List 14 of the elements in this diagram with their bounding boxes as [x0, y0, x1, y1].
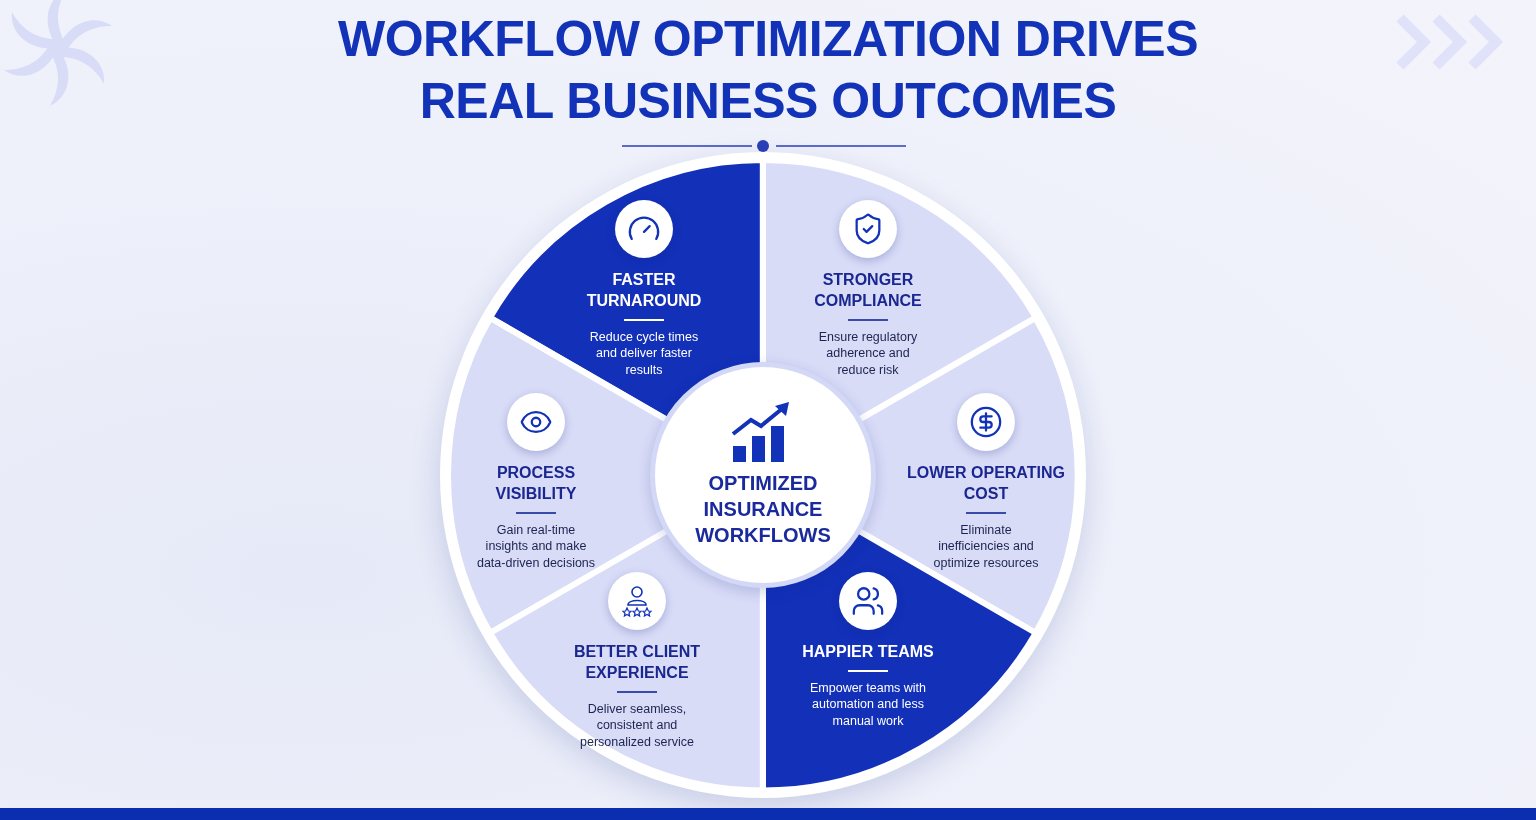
segment-description: Eliminate inefficiencies and optimize resources: [932, 521, 1040, 571]
segment-heading: HAPPIER TEAMS: [802, 642, 934, 662]
segment-description: Deliver seamless, consistent and personalized service: [579, 700, 695, 750]
center-title: OPTIMIZED INSURANCE WORKFLOWS: [694, 471, 832, 548]
segment-description: Ensure regulatory adherence and reduce risk: [817, 328, 919, 378]
segment-heading: FASTER TURNAROUND: [585, 270, 703, 311]
segment-description: Empower teams with automation and less manual work: [809, 679, 927, 729]
segment-description: Reduce cycle times and deliver faster results: [588, 328, 700, 378]
segment-heading: STRONGER COMPLIANCE: [813, 270, 923, 311]
segment-heading: PROCESS VISIBILITY: [494, 463, 578, 504]
title: WORKFLOW OPTIMIZATION DRIVES REAL BUSINESS OUTCOMES: [337, 10, 1199, 131]
segment-heading: LOWER OPERATING COST: [906, 463, 1066, 504]
segment-description: Gain real-time insights and make data-driven decisions: [475, 521, 597, 571]
segment-heading: BETTER CLIENT EXPERIENCE: [572, 642, 702, 683]
